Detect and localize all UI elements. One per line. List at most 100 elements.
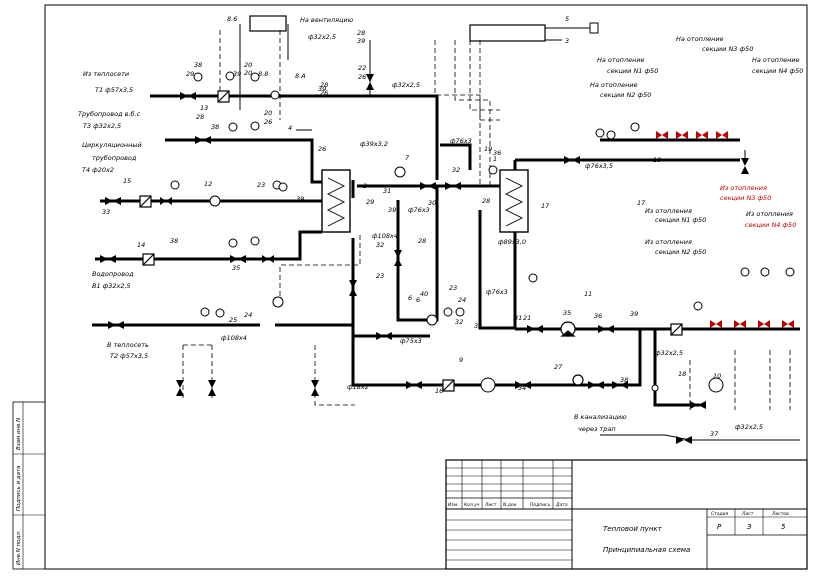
position-number: 35: [232, 264, 240, 272]
position-number: 31: [383, 187, 391, 195]
tb-head-4: N.док: [503, 502, 517, 508]
position-number: 20: [244, 61, 252, 69]
position-number: 35: [563, 309, 571, 317]
position-number: 34: [518, 384, 526, 392]
position-number: 39: [318, 85, 326, 93]
tb-sheets-label: Листов: [771, 511, 789, 517]
position-number: 6: [408, 294, 412, 302]
label-d39: ф39х3,2: [360, 140, 388, 148]
position-number: 28: [320, 81, 328, 89]
position-number: 26: [358, 73, 366, 81]
position-number: 39: [388, 206, 396, 214]
filters: [139, 90, 683, 392]
position-number: 28: [196, 113, 204, 121]
position-number: 18: [678, 370, 686, 378]
equipment-box-5: [589, 22, 599, 34]
label-heat-s3-b: секции N3 ф50: [702, 45, 753, 53]
title-block: [445, 459, 808, 570]
position-number: 20: [264, 109, 272, 117]
position-number: 36: [594, 312, 602, 320]
position-number: 8.6: [227, 15, 237, 23]
position-number: 28: [357, 29, 365, 37]
position-number: 39: [357, 37, 365, 45]
position-number: 30: [428, 199, 436, 207]
tb-sheet-name: Принципиальная схема: [603, 546, 690, 554]
label-heat-s4-b: секции N4 ф50: [752, 67, 803, 75]
label-heat-s2-a: На отопление: [590, 81, 638, 89]
position-number: 14: [137, 241, 145, 249]
position-number: 23: [376, 272, 384, 280]
dashed-lines: [182, 30, 791, 410]
tb-head-5: Подпись: [530, 502, 551, 508]
label-heat-s1-a: На отопление: [597, 56, 645, 64]
title-block-text: Изм. Кол.уч Лист N.док Подпись Дата Тепл…: [448, 502, 789, 554]
position-number: 38: [170, 237, 178, 245]
position-number: 17: [637, 199, 646, 207]
position-number: 38: [620, 376, 628, 384]
position-number: 19: [484, 145, 492, 153]
position-number: 21: [523, 314, 531, 322]
position-number: 18: [653, 156, 661, 164]
position-number: 9: [459, 356, 463, 364]
position-number: 1: [493, 155, 497, 163]
position-number: 32: [376, 241, 384, 249]
position-number: 29: [366, 198, 374, 206]
position-number: 11: [584, 290, 592, 298]
label-ret-s2-b: секции N2 ф50: [655, 248, 706, 256]
position-number: 38: [211, 123, 219, 131]
position-number: 26: [320, 89, 328, 97]
label-t3-pipe: Трубопровод в.б.с: [78, 110, 141, 118]
equipment-box-3: [469, 24, 546, 42]
sidebar-frame: [12, 401, 46, 570]
pumps: [560, 321, 584, 386]
position-number: 39: [296, 195, 304, 203]
tb-head-3: Лист: [484, 502, 497, 508]
position-number: 4: [288, 124, 292, 132]
position-number: 15: [123, 177, 131, 185]
position-number: 27: [554, 363, 563, 371]
tb-project: Тепловой пункт: [603, 525, 663, 533]
position-number: 5: [565, 15, 569, 23]
position-number: 31: [514, 314, 522, 322]
label-water-1: Водопровод: [92, 270, 134, 278]
tb-head-6: Дата: [555, 502, 568, 508]
position-number: 28: [482, 197, 490, 205]
tb-head-2: Кол.уч: [464, 502, 480, 508]
position-number: 6: [416, 296, 420, 304]
position-number: 23: [257, 181, 265, 189]
position-number: 40: [420, 290, 428, 298]
drawing-frame: [44, 4, 808, 570]
label-heat-s4-a: На отопление: [752, 56, 800, 64]
label-heat-s1-b: секции N1 ф50: [607, 67, 658, 75]
position-number: 39: [630, 310, 638, 318]
red-valves: [656, 131, 794, 328]
label-sewer-2: через трап: [578, 425, 616, 433]
label-circ-1: Циркуляционный: [82, 141, 142, 149]
position-number: 32: [455, 318, 463, 326]
position-number: 13: [200, 104, 208, 112]
heat-exchanger-right: [499, 169, 529, 233]
position-number: 25: [229, 316, 237, 324]
position-number: 32: [452, 166, 460, 174]
label-heat-s2-b: секции N2 ф50: [600, 91, 651, 99]
position-number: 33: [474, 322, 482, 330]
label-d89: ф89х3,0: [498, 238, 526, 246]
position-number: 28: [418, 237, 426, 245]
position-number: 22: [358, 64, 366, 72]
label-d76b: ф76х3,5: [585, 162, 613, 170]
label-vent-size: ф32х2,5: [308, 33, 336, 41]
position-number: 23: [449, 284, 457, 292]
label-to-network: В теплосеть: [107, 341, 149, 349]
tb-head-1: Изм.: [448, 502, 459, 508]
label-ret-s1-a: Из отопления: [645, 207, 692, 215]
label-d108: ф108х4: [372, 232, 398, 240]
position-number: 2: [363, 182, 367, 190]
label-ventilation: На вентиляцию: [300, 16, 354, 24]
tb-sheets: 5: [781, 523, 786, 531]
label-d32b: ф32х2,5: [655, 349, 683, 357]
position-number: 16: [435, 387, 443, 395]
label-ret-s3-a: Из отопления: [720, 184, 767, 192]
position-number: 10: [713, 372, 721, 380]
label-d75: ф75х3: [400, 337, 422, 345]
valves: [100, 74, 749, 444]
